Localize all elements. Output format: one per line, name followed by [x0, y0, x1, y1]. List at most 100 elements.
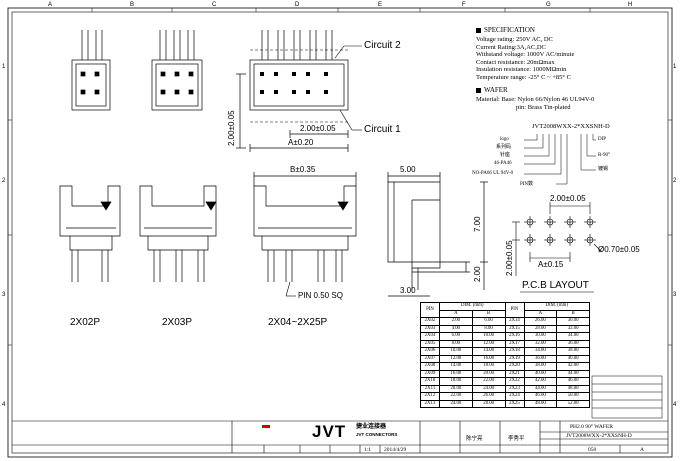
table-cell: 14.00 [471, 347, 506, 356]
table-cell: 34.00 [556, 332, 590, 341]
table-cell: 2X23 [504, 384, 525, 393]
row-label-3-right: 3 [673, 292, 677, 298]
side-view [387, 172, 488, 297]
top-view-2x02 [71, 30, 111, 111]
th-dim: DIM. (mm) [439, 302, 506, 311]
table-cell: 36.00 [523, 354, 558, 363]
dim-5-00: 5.00 [400, 165, 416, 174]
dim-3-00: 3.00 [400, 286, 416, 295]
table-cell: 32.00 [556, 324, 590, 333]
code-label-pa66: NO-PA66 UL 94V-0 [472, 171, 514, 176]
company-en: JVT CONNECTORS [356, 432, 398, 437]
logo-mark-icon [262, 425, 270, 428]
table-cell: 42.00 [523, 377, 558, 386]
table-cell: 2X02 [420, 317, 440, 326]
col-label-e: E [378, 2, 383, 8]
pcb-a-dim: A±0.15 [538, 260, 564, 269]
spec-line: Voltage rating: 250V AC, DC [476, 36, 553, 43]
tolerance-box [591, 375, 663, 419]
code-label-header: 针座 [500, 153, 511, 158]
code-label-logo: logo [500, 137, 509, 142]
code-label-pin: PIN数 [520, 182, 534, 187]
row-label-1: 1 [2, 64, 6, 70]
th-a-2: A [523, 309, 558, 318]
title-block-lines [12, 420, 668, 453]
th-a: A [439, 309, 473, 318]
spec-line: Temperature range: -25° C ~ +85° C [476, 73, 571, 81]
col-label-f: F [462, 2, 466, 8]
sheet-number: 050 [588, 447, 597, 453]
pin-spec-label: PIN 0.50 SQ [298, 291, 343, 300]
logo-jvt: JVT [312, 422, 347, 441]
table-cell: 18.00 [471, 362, 506, 371]
top-view-2x03 [151, 30, 203, 111]
table-cell: 22.00 [439, 392, 473, 401]
row-label-3: 3 [2, 292, 6, 298]
row-label-4: 4 [2, 402, 6, 408]
table-cell: 2X15 [504, 324, 525, 333]
table-cell: 2X21 [504, 369, 525, 378]
table-cell: 24.00 [439, 399, 473, 408]
table-cell: 44.00 [556, 369, 590, 378]
drawing-scale: 1:1 [364, 447, 372, 453]
table-cell: 48.00 [523, 399, 558, 408]
table-cell: 6.00 [471, 317, 506, 326]
table-cell: 40.00 [523, 369, 558, 378]
table-cell: 6.00 [439, 332, 473, 341]
table-cell: 8.00 [471, 324, 506, 333]
label-2x04-2x25p: 2X04~2X25P [268, 317, 328, 328]
table-cell: 2X05 [420, 339, 440, 348]
table-cell: 38.00 [523, 362, 558, 371]
table-cell: 2X19 [504, 354, 525, 363]
table-cell: 2X16 [504, 332, 525, 341]
material-line-1: Material: Base: Nylon 66/Nylon 46 UL94V-… [476, 96, 595, 103]
table-cell: 44.00 [523, 384, 558, 393]
th-dim-2: DIM. (mm) [523, 302, 590, 311]
pcb-pitch: 2.00±0.05 [550, 194, 586, 203]
drawing-date: 2014/4/29 [384, 447, 407, 453]
table-cell: 46.00 [556, 377, 590, 386]
table-cell: 2X03 [420, 324, 440, 333]
table-cell: 50.00 [556, 392, 590, 401]
inner-frame [11, 11, 669, 454]
product-name: PH2.0 90° WAFER [570, 424, 613, 430]
part-code: JVT2008WXX-2*XXSNH-D [532, 123, 610, 130]
table-cell: 18.00 [439, 377, 473, 386]
checked-by: 李秀平 [508, 436, 525, 442]
table-cell: 20.00 [439, 384, 473, 393]
code-label-dip: DIP [598, 137, 607, 142]
table-cell: 2X13 [420, 399, 440, 408]
table-cell: 16.00 [471, 354, 506, 363]
table-cell: 2X17 [504, 339, 525, 348]
circuit-1-label: Circuit 1 [364, 124, 401, 135]
table-cell: 42.00 [556, 362, 590, 371]
code-label-r90: R-90° [598, 153, 610, 158]
table-cell: 38.00 [556, 347, 590, 356]
table-cell: 10.00 [439, 347, 473, 356]
table-cell: 16.00 [439, 369, 473, 378]
label-2x03p: 2X03P [162, 317, 193, 328]
table-cell: 2X18 [504, 347, 525, 356]
table-cell: 22.00 [471, 377, 506, 386]
pcb-layout [512, 202, 603, 293]
table-cell: 2.00 [439, 317, 473, 326]
col-label-a: A [48, 2, 53, 8]
table-cell: 26.00 [523, 317, 558, 326]
table-cell: 52.00 [556, 399, 590, 408]
table-cell: 2X11 [420, 384, 440, 393]
th-b-2: B [556, 309, 590, 318]
table-cell: 2X12 [420, 392, 440, 401]
table-cell: 32.00 [523, 339, 558, 348]
dim-pitch: 2.00±0.05 [300, 124, 336, 133]
code-label-series: 系列码 [496, 145, 512, 150]
spec-list: Voltage rating: 250V AC, DC Current Rati… [476, 36, 574, 82]
col-label-d: D [295, 2, 300, 8]
